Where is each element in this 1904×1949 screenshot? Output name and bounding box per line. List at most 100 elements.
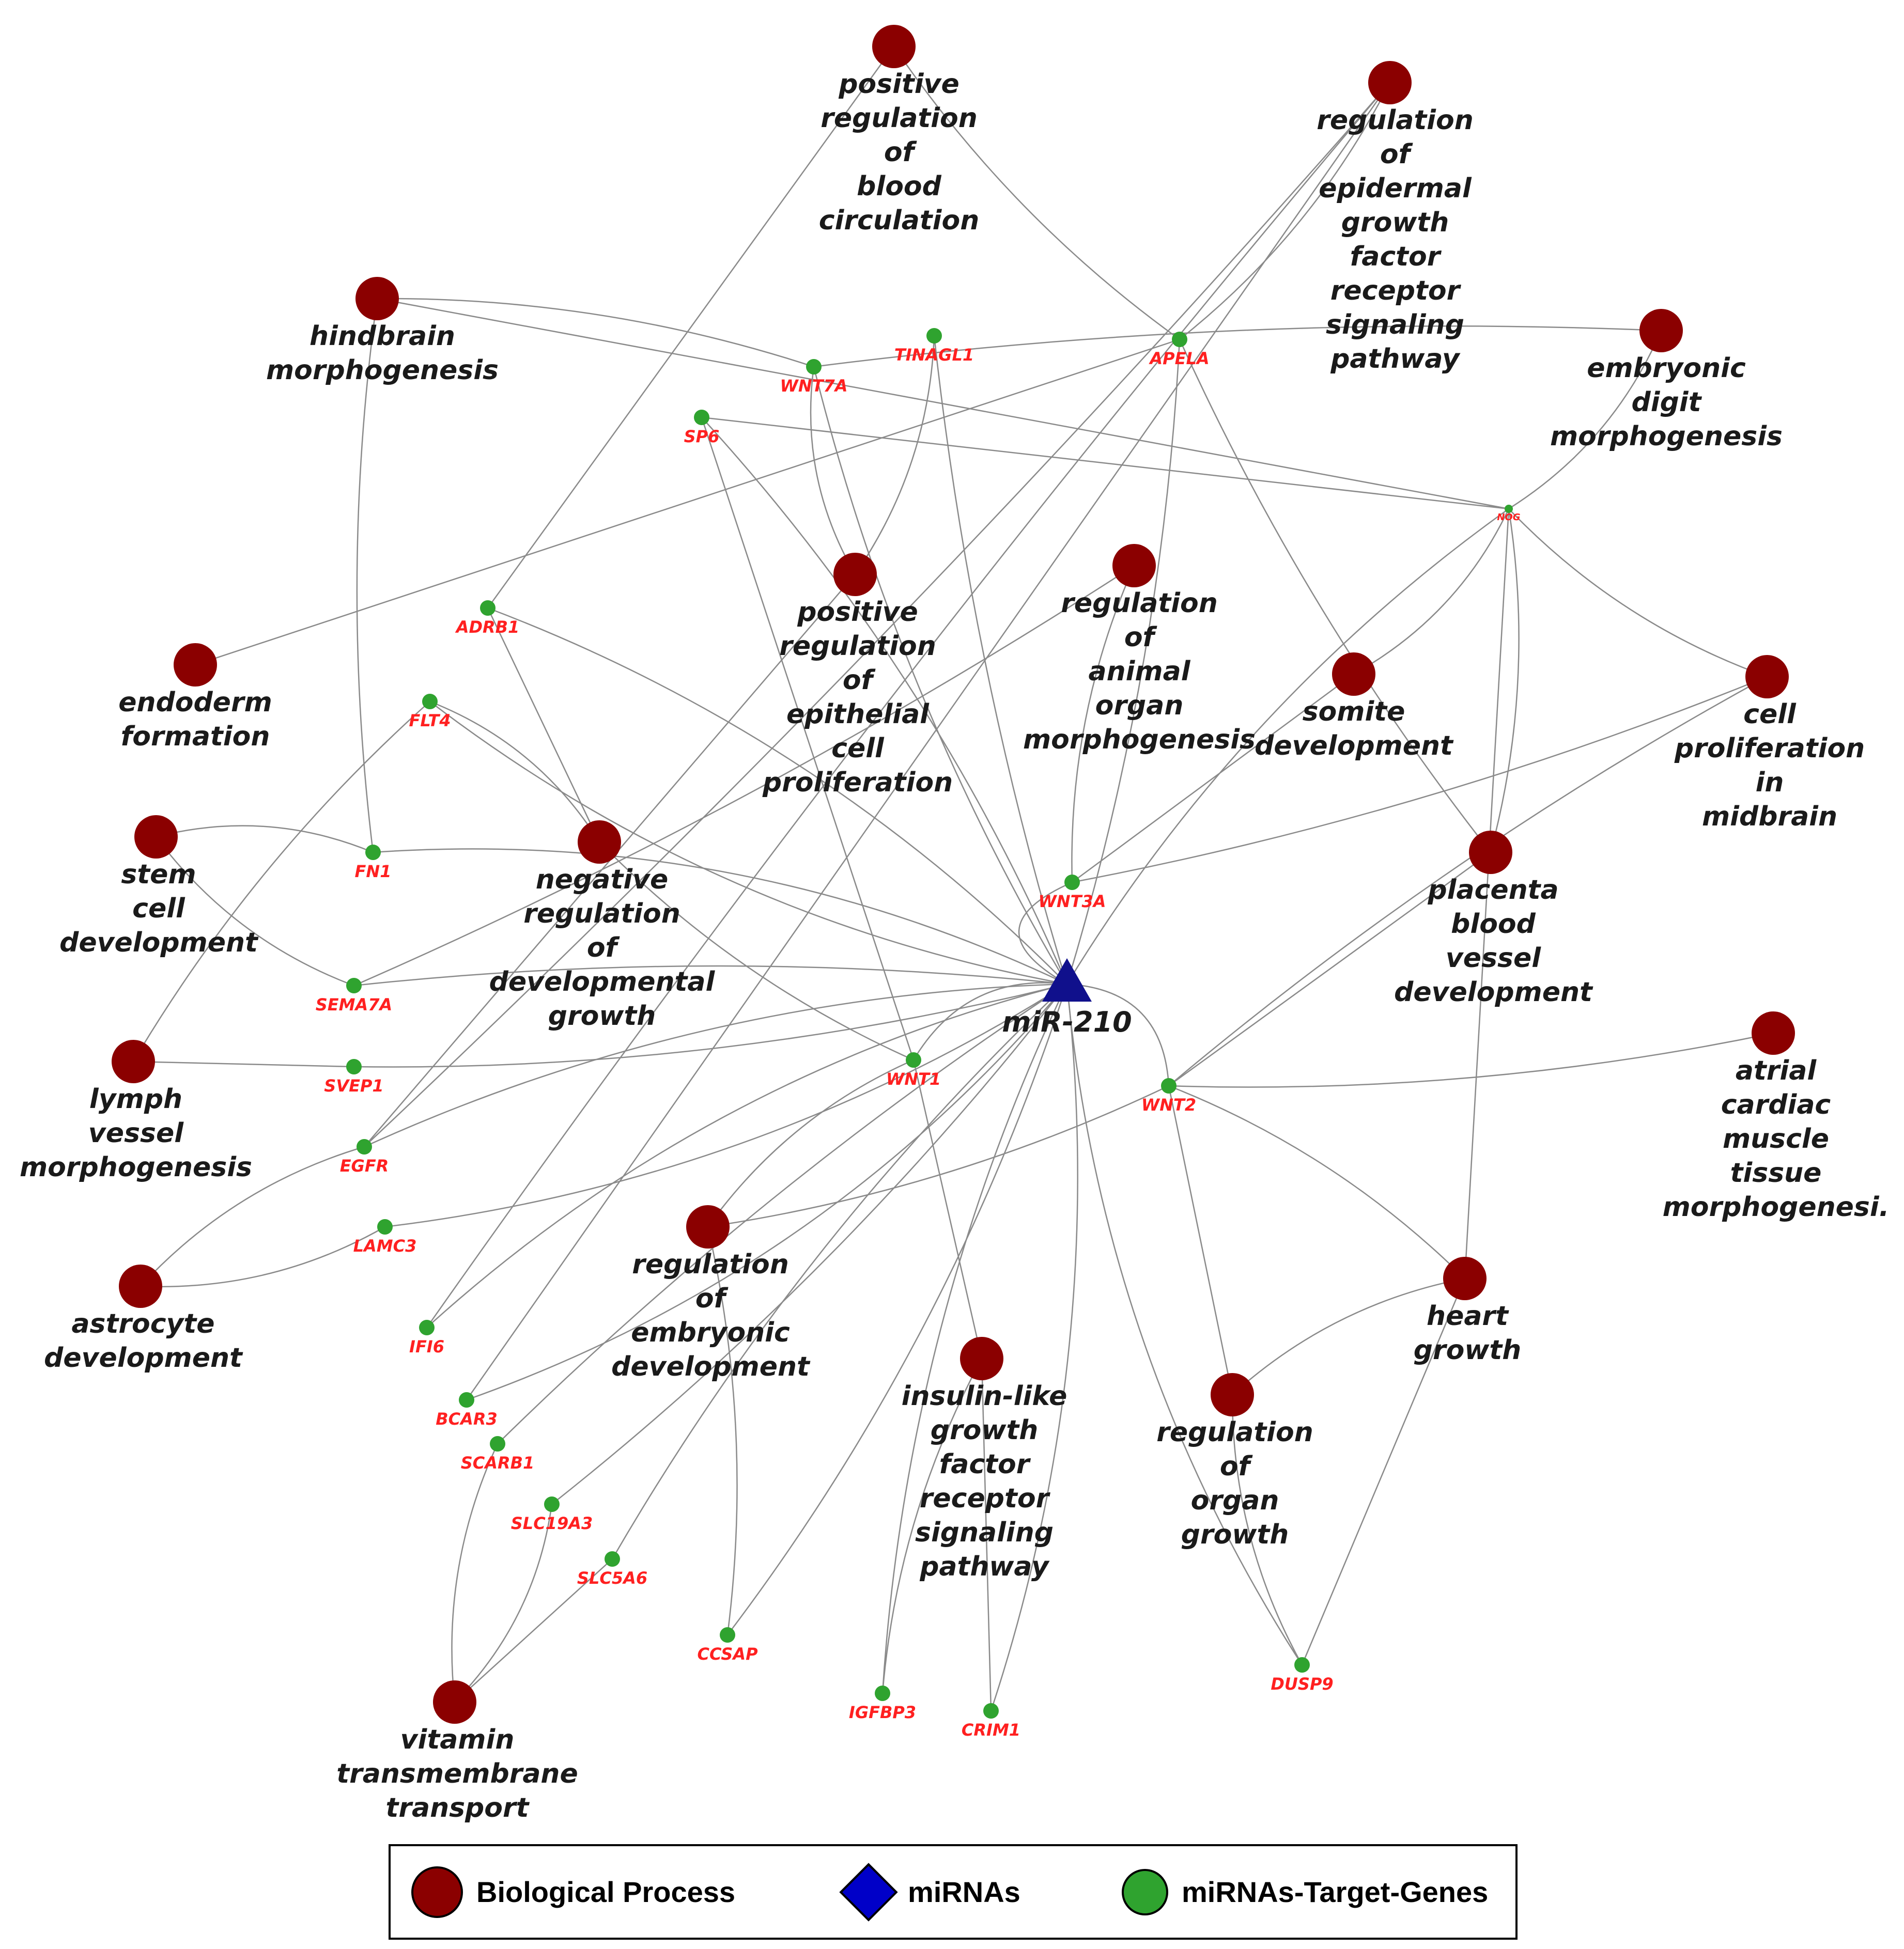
edge-apela-bp_pos_blood [893,46,1180,340]
process-label-line: of [695,1283,729,1314]
process-label-line: developmental [489,966,716,997]
edge-mirna-scarb1 [497,983,1067,1444]
mirna-label: miR-210 [1002,1006,1132,1038]
process-node-bp-epithelial: positiveregulationofepithelialcellprolif… [762,553,953,798]
process-circle [174,643,217,687]
gene-label: SLC5A6 [577,1568,647,1588]
gene-label: IFI6 [409,1337,444,1356]
gene-label: SP6 [684,427,720,446]
process-label-line: blood [857,171,941,202]
edge-sp6-wnt1 [701,417,915,1061]
process-label-line: cell [831,733,885,764]
gene-label: LAMC3 [353,1236,417,1256]
process-circle [960,1337,1003,1380]
gene-circle [605,1551,620,1567]
gene-label: SVEP1 [324,1076,383,1096]
gene-node-sema7a: SEMA7A [316,978,392,1015]
edge-dusp9-bp_heart [1301,1278,1466,1665]
process-label-line: epidermal [1319,173,1472,204]
edge-mirna-bcar3 [466,984,1067,1401]
process-label-line: somite [1303,696,1405,727]
process-label-line: transport [385,1792,530,1823]
legend-label-mirnas: miRNAs [908,1876,1020,1908]
edge-nog-bp_digit [1508,330,1662,510]
gene-node-dusp9: DUSP9 [1271,1657,1334,1694]
process-label-line: regulation [1156,1417,1313,1448]
process-label-line: blood [1451,909,1536,940]
gene-circle [357,1139,372,1155]
gene-label: CCSAP [697,1644,758,1664]
gene-label: FLT4 [409,711,451,730]
edge-slc5a6-bp_vitamin [454,1558,613,1703]
process-circle [1752,1011,1795,1055]
edge-wnt2-bp_embryonic [707,1085,1169,1228]
edge-wnt2-bp_organ_growth [1168,1085,1233,1395]
process-label-line: vessel [1446,943,1541,974]
process-label-line: development [1255,730,1454,761]
process-label-line: morphogenesis [266,355,499,386]
gene-circle [377,1219,393,1235]
process-label-line: signaling [915,1517,1054,1548]
edge-lamc3-bp_astrocyte [140,1226,385,1288]
gene-node-adrb1: ADRB1 [455,600,519,637]
edge-wnt3a-bp_midbrain [1072,676,1768,883]
edge-mirna-slc5a6 [611,984,1067,1560]
edge-adrb1-bp_pos_blood [487,46,895,609]
gene-circle [346,1059,362,1074]
process-label-line: in [1756,767,1784,798]
edge-nog-bp_placenta [1490,508,1520,853]
edge-fn1-bp_hindbrain [356,298,378,853]
gene-circle [1294,1657,1310,1673]
gene-circle [926,328,942,344]
edge-egfr-bp_astrocyte [140,1146,365,1287]
gene-label: DUSP9 [1271,1674,1333,1694]
edge-wnt3a-bp_somite [1072,673,1354,883]
process-circle [433,1680,476,1724]
gene-circle [1064,875,1080,890]
legend-item-target-genes: miRNAs-Target-Genes [1122,1846,1488,1938]
gene-circle [806,359,822,375]
gene-node-ifi6: IFI6 [409,1320,444,1356]
edge-mirna-tinagl1 [933,335,1068,985]
edge-svep1-bp_lymph [133,1061,354,1068]
gene-node-sp6: SP6 [684,410,720,446]
process-label-line: development [59,927,259,958]
gene-node-ccsap: CCSAP [697,1627,758,1664]
process-label-line: of [884,137,918,168]
process-label-line: factor [939,1449,1031,1480]
edge-mirna-crim1 [990,984,1078,1711]
process-label-line: embryonic [1587,353,1746,384]
process-label-line: growth [1341,207,1449,238]
edge-ifi6-bp_egfr [426,82,1390,1328]
process-label-line: positive [797,597,918,628]
process-circle [1745,655,1789,698]
legend-item-mirnas: miRNAs [839,1846,1020,1938]
edge-mirna-sp6 [701,417,1068,985]
gene-node-wnt2: WNT2 [1141,1078,1196,1115]
legend-item-biological-process: Biological Process [411,1846,735,1938]
edge-mirna-sema7a [353,965,1067,987]
process-label-line: insulin-like [902,1381,1067,1412]
edge-sp6-nog [701,416,1509,510]
edge-mirna-slc19a3 [551,984,1067,1505]
edge-mirna-wnt3a [1018,881,1073,985]
process-label-line: proliferation [1674,733,1865,764]
process-label-line: receptor [1330,275,1462,306]
process-label-line: lymph [89,1084,182,1115]
process-label-line: cell [132,893,185,924]
edge-wnt3a-bp_animal_organ [1071,565,1135,883]
gene-circle [906,1052,921,1068]
process-label-line: heart [1427,1301,1509,1332]
edge-ccsap-bp_embryonic [707,1226,738,1635]
edge-wnt2-bp_atrial [1168,1032,1774,1088]
process-label-line: astrocyte [71,1308,214,1339]
process-circle [872,25,916,68]
legend-label-biological-process: Biological Process [476,1876,736,1908]
gene-circle [875,1686,890,1701]
